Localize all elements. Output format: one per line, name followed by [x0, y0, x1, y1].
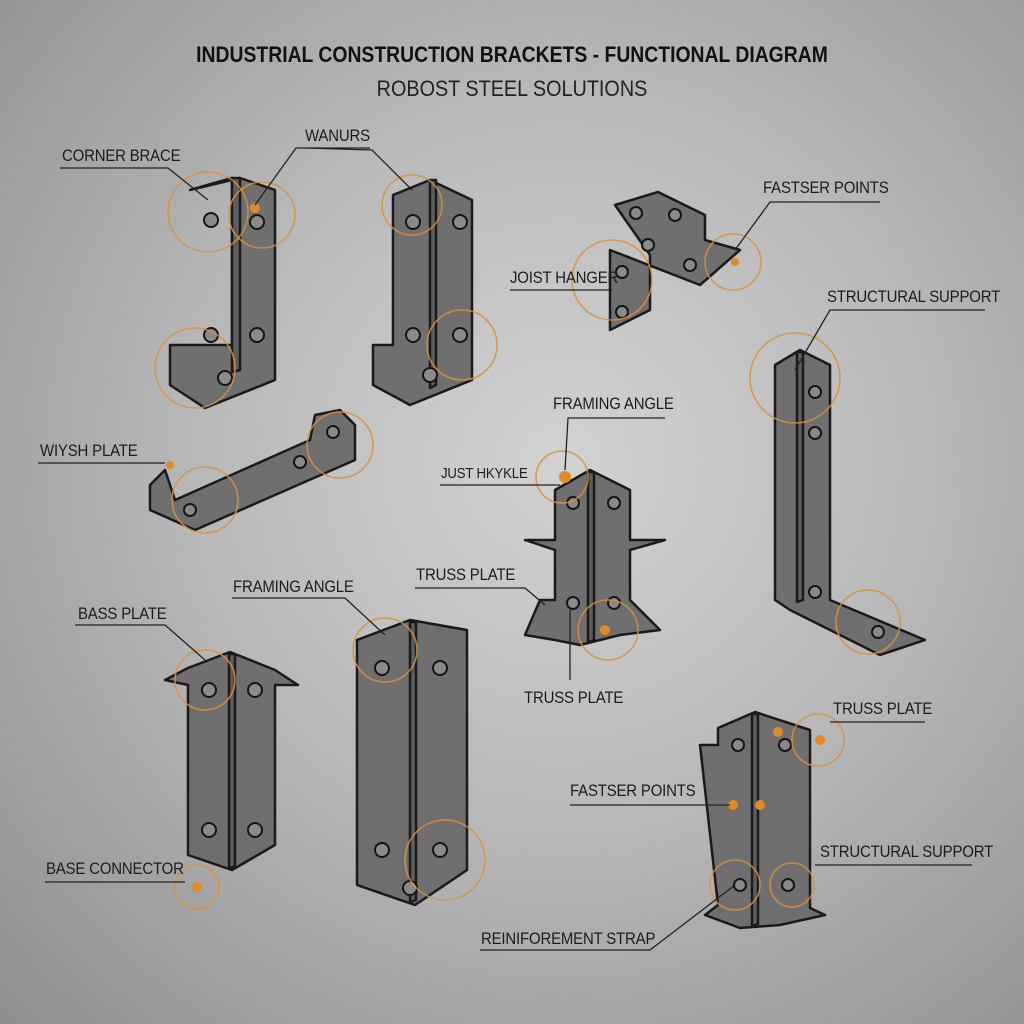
wiysh-plate-bracket	[148, 408, 357, 532]
label-joist-hanger: JOIST HANGER	[510, 268, 619, 287]
label-framing-angle-center: FRAMING ANGLE	[553, 394, 674, 413]
label-structural-support-top: STRUCTURAL SUPPORT	[827, 287, 1001, 306]
label-wanurs: WANURS	[305, 126, 370, 145]
reinforcement-strap-bracket	[698, 710, 827, 930]
bass-plate-bracket	[163, 650, 300, 872]
label-structural-support-bottom: STRUCTURAL SUPPORT	[820, 842, 994, 861]
label-corner-brace: CORNER BRACE	[62, 146, 181, 165]
framing-angle-bracket-center	[523, 468, 667, 647]
framing-angle-bracket-left	[355, 618, 469, 907]
page-title: INDUSTRIAL CONSTRUCTION BRACKETS - FUNCT…	[196, 42, 828, 67]
label-just-hkykle: JUST HKYKLE	[441, 465, 528, 482]
label-base-connector: BASE CONNECTOR	[46, 859, 184, 878]
page-subtitle: ROBOST STEEL SOLUTIONS	[376, 76, 648, 101]
label-fastser-points-bottom: FASTSER POINTS	[570, 781, 696, 800]
corner-brace-bracket	[168, 176, 277, 410]
wanurs-bracket	[371, 178, 474, 407]
label-truss-plate-bottom: TRUSS PLATE	[524, 688, 624, 707]
label-truss-plate-right: TRUSS PLATE	[833, 699, 933, 718]
label-bass-plate: BASS PLATE	[78, 604, 167, 623]
label-fastser-points-top: FASTSER POINTS	[763, 178, 889, 197]
label-truss-plate-left: TRUSS PLATE	[416, 565, 516, 584]
label-framing-angle-left: FRAMING ANGLE	[233, 577, 354, 596]
fastener-highlight-rings	[154, 171, 901, 911]
structural-support-bracket	[773, 348, 927, 657]
joist-hanger-bracket	[608, 190, 742, 332]
label-wiysh-plate: WIYSH PLATE	[40, 441, 138, 460]
label-reinforcement-strap: REINIFOREMENT STRAP	[481, 929, 656, 948]
leader-lines	[38, 147, 985, 951]
